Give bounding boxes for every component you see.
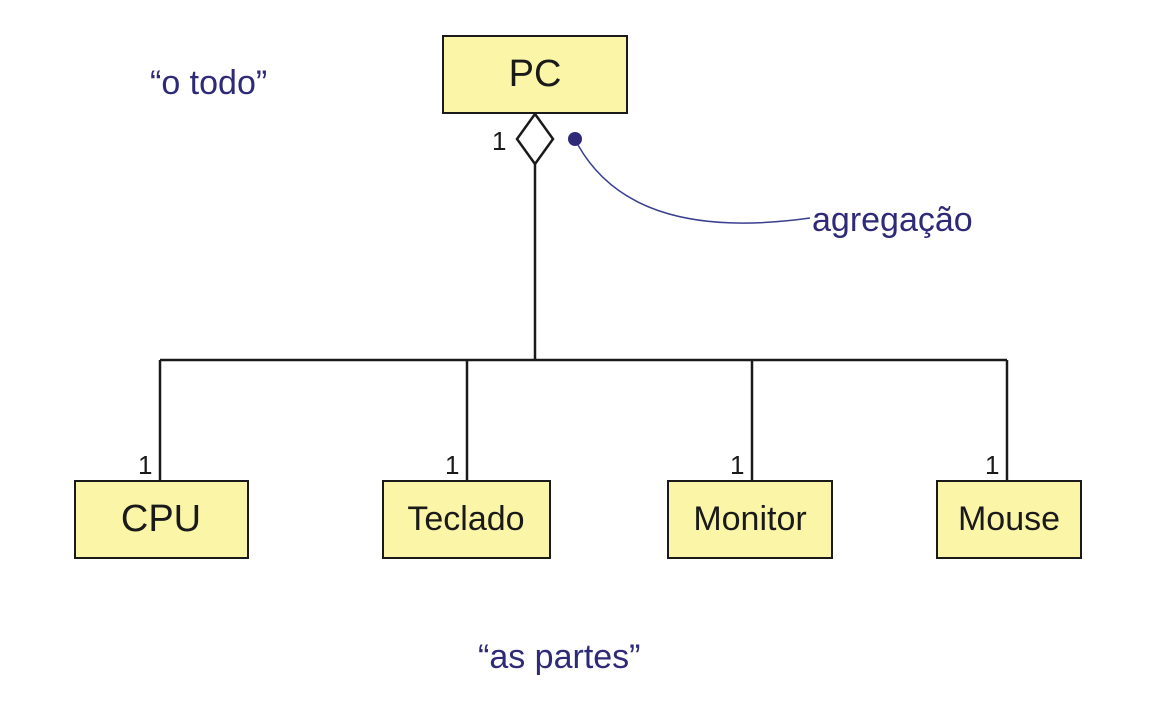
aggregation-diamond: [515, 111, 555, 167]
multiplicity-teclado: 1: [445, 450, 459, 480]
class-box-monitor: Monitor: [667, 480, 833, 559]
class-box-teclado: Teclado: [382, 480, 551, 559]
multiplicity-pc: 1: [492, 126, 506, 156]
class-box-pc: PC: [442, 35, 628, 114]
class-box-mouse: Mouse: [936, 480, 1082, 559]
aggregation-pointer-dot: [568, 132, 582, 146]
aggregation-label: agregação: [812, 201, 973, 239]
multiplicity-mouse: 1: [985, 450, 999, 480]
class-name-mouse: Mouse: [958, 500, 1060, 538]
multiplicity-monitor: 1: [730, 450, 744, 480]
class-name-monitor: Monitor: [693, 500, 806, 538]
multiplicity-cpu: 1: [138, 450, 152, 480]
class-box-cpu: CPU: [74, 480, 249, 559]
aggregation-pointer-line: [577, 144, 811, 224]
parts-annotation: “as partes”: [478, 638, 641, 676]
class-name-pc: PC: [509, 53, 562, 95]
whole-annotation: “o todo”: [150, 64, 267, 102]
class-name-cpu: CPU: [121, 498, 201, 540]
class-name-teclado: Teclado: [407, 500, 524, 538]
